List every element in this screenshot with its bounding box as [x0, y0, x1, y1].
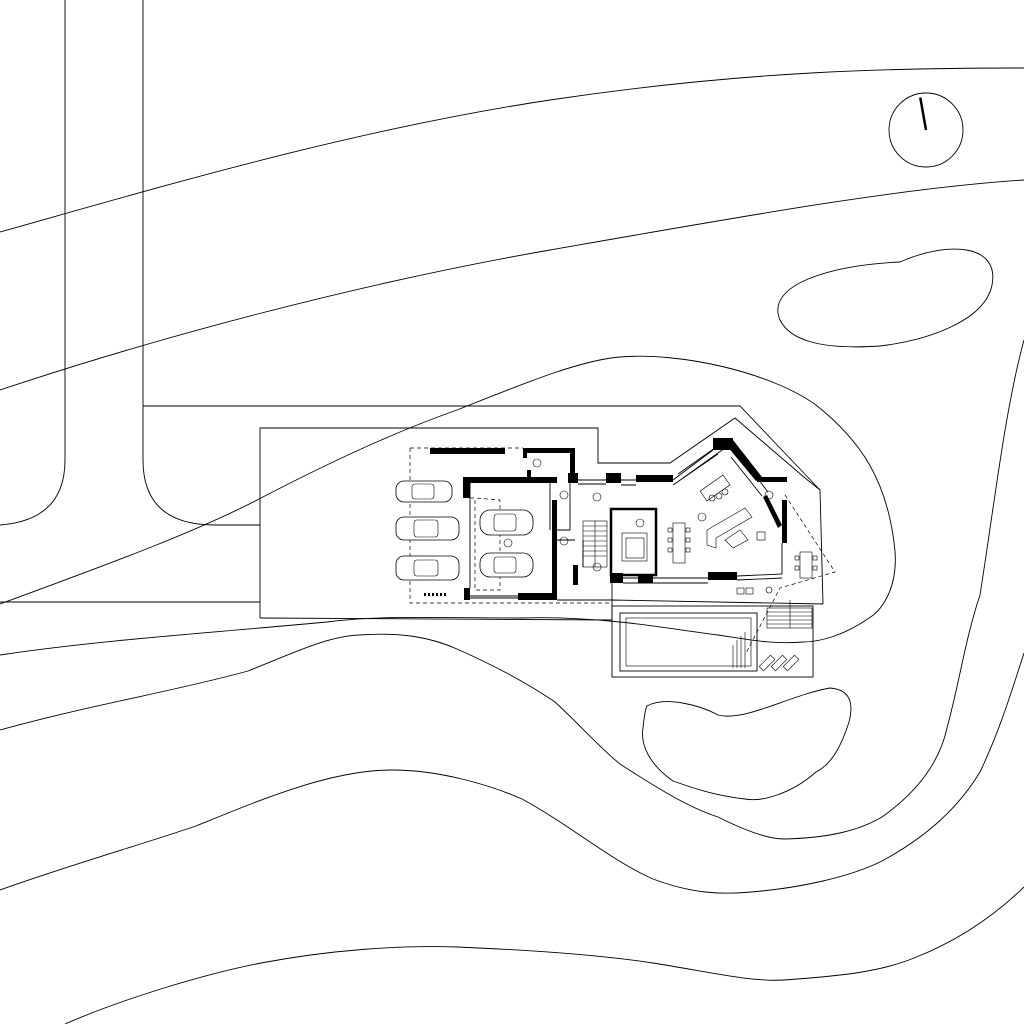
- compass-circle: [888, 92, 964, 168]
- wall: [518, 593, 557, 600]
- north-needle-icon: [919, 97, 928, 131]
- car-icon: [479, 552, 534, 578]
- wall: [463, 477, 470, 498]
- bike-rack: [424, 593, 446, 596]
- wall: [636, 475, 673, 482]
- wall: [606, 473, 621, 483]
- pool: [619, 612, 758, 672]
- room-marker: [592, 492, 602, 502]
- wall: [782, 500, 787, 543]
- wall: [638, 575, 653, 583]
- contour-island: [642, 687, 852, 801]
- wall: [763, 495, 782, 528]
- bed: [621, 532, 648, 562]
- car-icon: [395, 516, 460, 541]
- car-icon: [395, 555, 460, 581]
- stairs: [582, 520, 608, 568]
- contour-line: [0, 179, 1024, 391]
- wall: [568, 473, 578, 483]
- pool-inner: [625, 617, 752, 667]
- exterior-wall-line: [469, 483, 783, 601]
- wall: [757, 477, 787, 482]
- room-markers: [503, 458, 774, 572]
- contour-line: [0, 355, 896, 656]
- wall: [430, 448, 505, 454]
- outdoor-chairs: [736, 586, 773, 595]
- room-marker: [559, 490, 569, 500]
- contour-line: [64, 886, 1024, 1024]
- wall: [463, 477, 557, 483]
- bed-inner: [625, 537, 645, 559]
- terrace-outline: [259, 417, 821, 618]
- contour-line: [0, 652, 1024, 894]
- pool-steps: [732, 632, 746, 668]
- north-arrow: [888, 92, 964, 168]
- kitchen-island: [699, 474, 731, 502]
- contour-lines: [0, 67, 1024, 1024]
- wall: [552, 565, 556, 575]
- wall: [523, 448, 527, 458]
- room-marker: [532, 458, 542, 468]
- car-icon: [479, 509, 534, 536]
- parked-cars: [395, 480, 534, 581]
- contour-line: [0, 339, 1024, 840]
- road: [0, 0, 260, 603]
- car-icon: [395, 480, 453, 503]
- house-walls: [430, 438, 787, 601]
- room-marker: [635, 518, 645, 528]
- pool-deck: [611, 605, 814, 678]
- wall: [727, 440, 762, 481]
- interior-wall: [549, 483, 584, 567]
- road-edge: [0, 0, 66, 526]
- plot-outline: [143, 405, 824, 605]
- exterior-stairs: [766, 600, 813, 629]
- wall: [527, 470, 531, 480]
- room-marker: [592, 562, 602, 572]
- contour-island: [777, 248, 994, 348]
- wall: [570, 448, 575, 483]
- wall: [610, 573, 623, 583]
- sun-loungers: [758, 654, 800, 672]
- wall: [552, 500, 557, 600]
- room-marker: [503, 538, 513, 548]
- site-boundary: [143, 405, 836, 678]
- canopy-outline: [744, 494, 836, 656]
- room-marker: [697, 512, 707, 522]
- contour-line: [0, 67, 1024, 233]
- wall: [464, 588, 470, 600]
- furniture: [424, 474, 818, 596]
- kitchen-counter: [677, 442, 769, 497]
- wall: [573, 565, 578, 585]
- dining-table: [667, 522, 691, 564]
- road-edge: [142, 0, 260, 526]
- room-marker: [559, 536, 569, 546]
- room-marker: [764, 490, 774, 500]
- wall: [708, 572, 737, 580]
- outdoor-dining-table: [794, 551, 818, 579]
- sofa: [706, 507, 766, 549]
- bedroom-wall: [609, 507, 658, 577]
- wall: [523, 448, 575, 453]
